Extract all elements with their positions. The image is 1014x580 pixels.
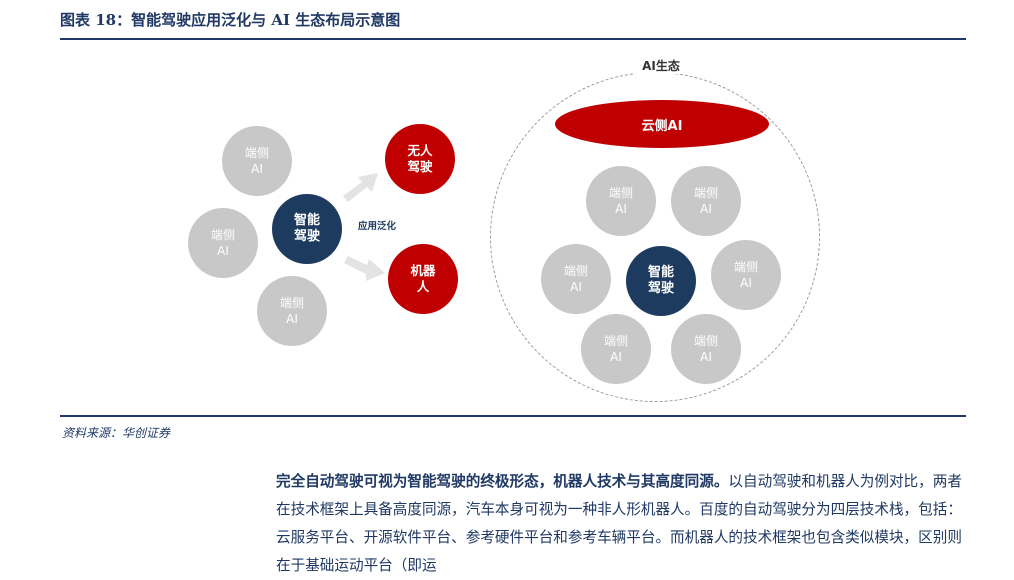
node-label-line1: 端侧 [733,260,758,274]
arrow-up-right [343,173,378,202]
node-label-line2: AI [740,276,752,290]
arrows-layer [343,173,385,281]
node-label-line2: AI [217,244,229,258]
node-label-line1: 端侧 [693,186,718,200]
title-divider [60,38,966,40]
ecosystem-diagram: 端侧 AI 端侧 AI 端侧 AI 智能 驾驶 应用泛化 无人 驾驶 机器 人 … [188,57,820,402]
figure-source: 资料来源：华创证券 [62,426,171,440]
node-label-line2: 驾驶 [293,229,320,244]
edge-ai-node-bottom: 端侧 AI [257,276,327,346]
node-label-line1: 无人 [407,143,433,158]
node-label-line1: 端侧 [608,186,633,200]
node-label-line2: AI [251,162,263,176]
node-label-line2: AI [615,202,627,216]
generalization-label: 应用泛化 [358,221,397,232]
edge-ai-node: 端侧 AI [671,314,741,384]
node-label-line1: 智能 [293,213,320,228]
node-label-line1: 端侧 [563,264,588,278]
node-label-line2: AI [570,280,582,294]
edge-ai-node: 端侧 AI [586,166,656,236]
node-label-line1: 端侧 [210,228,235,242]
node-label-line2: AI [700,202,712,216]
ecosystem-label: AI生态 [635,57,687,74]
node-label-line1: 端侧 [603,334,628,348]
edge-ai-node-top: 端侧 AI [222,126,292,196]
node-label-line1: 智能 [647,265,674,280]
node-label-line2: 驾驶 [647,281,674,296]
edge-ai-node-left: 端侧 AI [188,208,258,278]
node-label-line2: AI [700,350,712,364]
body-paragraph: 完全自动驾驶可视为智能驾驶的终极形态，机器人技术与其高度同源。以自动驾驶和机器人… [276,468,968,580]
edge-ai-node: 端侧 AI [581,314,651,384]
edge-ai-node: 端侧 AI [711,240,781,310]
node-label-line2: AI [286,312,298,326]
source-divider [60,415,966,417]
node-label-line1: 端侧 [693,334,718,348]
node-label-line1: 端侧 [279,296,304,310]
edge-ai-node: 端侧 AI [541,244,611,314]
paragraph-lead: 完全自动驾驶可视为智能驾驶的终极形态，机器人技术与其高度同源。 [276,473,729,490]
node-label-line1: 机器 [410,263,436,278]
node-label-line2: 人 [416,279,430,294]
cloud-ai-node: 云侧AI [555,100,769,148]
node-label-line2: 驾驶 [407,159,433,174]
arrow-down-right [344,256,385,281]
smart-driving-node: 智能 驾驶 [272,194,342,264]
robot-node: 机器 人 [388,244,458,314]
edge-ai-node: 端侧 AI [671,166,741,236]
paragraph-rest: 以自动驾驶和机器人为例对比，两者在技术框架上具备高度同源，汽车本身可视为一种非人… [276,473,962,574]
figure-title: 图表 18：智能驾驶应用泛化与 AI 生态布局示意图 [60,11,401,29]
autonomous-driving-node: 无人 驾驶 [385,124,455,194]
node-label-line1: 端侧 [244,146,269,160]
smart-driving-node: 智能 驾驶 [626,246,696,316]
node-label-line2: AI [610,350,622,364]
